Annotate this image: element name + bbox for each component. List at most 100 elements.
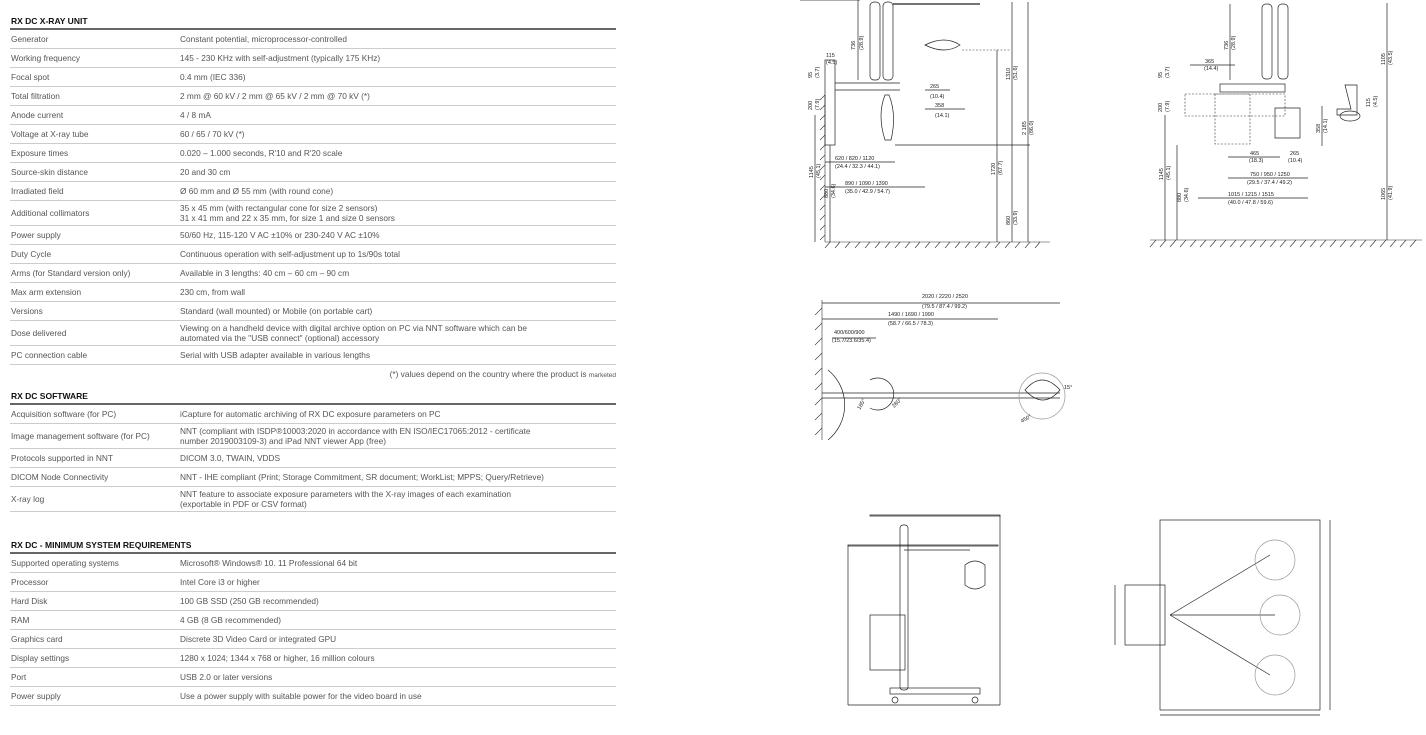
row-label: Graphics card (11, 634, 63, 644)
table-row: Arms (for Standard version only)Availabl… (10, 264, 616, 283)
plan-view-drawing: 2020 / 2220 / 2520(79.5 / 87.4 / 99.2) 1… (814, 294, 1072, 441)
dim-1105-in: (43.5) (1388, 50, 1394, 65)
row-value: iCapture for automatic archiving of RX D… (180, 409, 441, 419)
row-label: PC connection cable (11, 350, 88, 360)
dim-265-in: (10.4) (930, 94, 945, 100)
row-value: Constant potential, microprocessor-contr… (180, 34, 347, 44)
section-title-xray-unit: RX DC X-RAY UNIT (10, 16, 616, 30)
dim-total: 2020 / 2220 / 2520 (922, 294, 968, 300)
dim-1720: 1720 (991, 163, 997, 175)
front-view-drawing: 736(28.9) 365(14.4) 95(3.7) 200(7.9) 358… (1149, 3, 1422, 248)
dim-total-in: (79.5 / 87.4 / 99.2) (922, 304, 967, 310)
row-value: 60 / 65 / 70 kV (*) (180, 129, 245, 139)
row-value: 0.4 mm (IEC 336) (180, 72, 246, 82)
dim-200: 200 (1158, 103, 1164, 112)
dim-736-in: (28.9) (1231, 35, 1237, 50)
dim-358-in: (14.1) (935, 113, 950, 119)
dim-365: 365 (1205, 59, 1214, 65)
row-label: Focal spot (11, 72, 50, 82)
dim-1145-in: (45.1) (816, 163, 822, 178)
dim-200-in: (7.9) (815, 99, 821, 110)
dim-365-in: (14.4) (1204, 66, 1219, 72)
dim-736: 736 (851, 41, 857, 50)
row-value: DICOM 3.0, TWAIN, VDDS (180, 453, 281, 463)
row-label: Generator (11, 34, 49, 44)
dim-880-in: (34.6) (831, 183, 837, 198)
row-value: NNT - IHE compliant (Print; Storage Comm… (180, 472, 544, 482)
row-value: 4 / 8 mA (180, 110, 211, 120)
dim-736: 736 (1224, 41, 1230, 50)
section-title-software: RX DC SOFTWARE (10, 391, 616, 405)
dim-arm-1: 750 / 950 / 1250 (1250, 172, 1290, 178)
dim-736-in: (28.9) (859, 35, 865, 50)
row-label: Dose delivered (11, 328, 67, 338)
mobile-side-drawing (847, 514, 1001, 706)
row-label: Hard Disk (11, 596, 48, 606)
row-value: Ø 60 mm and Ø 55 mm (with round cone) (180, 186, 334, 196)
dim-1105: 1105 (1381, 53, 1387, 65)
row-value: 20 and 30 cm (180, 167, 231, 177)
dim-1310: 1310 (1006, 68, 1012, 80)
dim-358: 358 (1316, 124, 1322, 133)
row-label: Display settings (11, 653, 70, 663)
dim-arm: 400/600/900 (834, 330, 865, 336)
row-value: 100 GB SSD (250 GB recommended) (180, 596, 319, 606)
dim-arm-in: (15.7/23.6/35.4) (832, 338, 871, 344)
spec-sheet: RX DC X-RAY UNIT Generator Constant poten… (10, 0, 616, 706)
row-label: Power supply (11, 230, 61, 240)
dim-1720-in: (67.7) (998, 160, 1004, 175)
row-value: Discrete 3D Video Card or integrated GPU (180, 634, 337, 644)
row-value: 4 GB (8 GB recommended) (180, 615, 281, 625)
row-label: Protocols supported in NNT (11, 453, 113, 463)
row-label: Additional collimators (11, 208, 90, 218)
row-label: Duty Cycle (11, 249, 52, 259)
dim-200-in: (7.9) (1165, 101, 1171, 112)
row-label: Exposure times (11, 148, 69, 158)
row-value: NNT feature to associate exposure parame… (180, 489, 511, 509)
row-label: Anode current (11, 110, 64, 120)
dim-465-in: (18.3) (1249, 158, 1264, 164)
row-label: Port (11, 672, 27, 682)
row-value: Microsoft® Windows® 10. 11 Professional … (180, 558, 358, 568)
row-label: Power supply (11, 691, 61, 701)
row-label: Processor (11, 577, 49, 587)
dim-265-in: (10.4) (1288, 158, 1303, 164)
footnote: (*) values depend on the country where t… (10, 365, 616, 383)
dim-1065: 1065 (1381, 188, 1387, 200)
dim-1310-in: (51.6) (1013, 65, 1019, 80)
row-label: Source-skin distance (11, 167, 89, 177)
dim-1065-in: (41.9) (1388, 185, 1394, 200)
table-row: Protocols supported in NNT DICOM 3.0, TWA… (10, 449, 616, 468)
row-value: USB 2.0 or later versions (180, 672, 273, 682)
dim-arm-2-in: (40.0 / 47.8 / 59.6) (1228, 200, 1273, 206)
table-row: Focal spot 0.4 mm (IEC 336) (10, 68, 616, 87)
table-row: Source-skin distance 20 and 30 cm (10, 163, 616, 182)
row-value: Continuous operation with self-adjustmen… (180, 249, 400, 259)
row-value: 1280 x 1024; 1344 x 768 or higher, 16 mi… (180, 653, 375, 663)
table-row: Graphics card Discrete 3D Video Card or i… (10, 630, 616, 649)
table-row: Duty Cycle Continuous operation with self… (10, 245, 616, 264)
dim-358-in: (14.1) (1323, 118, 1329, 133)
dim-arm-2-in: (35.0 / 42.9 / 54.7) (845, 189, 890, 195)
dim-mid-in: (58.7 / 66.5 / 78.3) (888, 321, 933, 327)
dim-1145-in: (45.1) (1166, 165, 1172, 180)
dim-115: 115 (826, 53, 835, 59)
footnote-text: (*) values depend on the country where t… (389, 369, 587, 379)
xray-unit-table: Generator Constant potential, microproces… (10, 30, 616, 365)
row-value: Serial with USB adapter available in var… (180, 350, 371, 360)
row-value: Use a power supply with suitable power f… (180, 691, 422, 701)
dim-358: 358 (935, 103, 944, 109)
table-row: Anode current 4 / 8 mA (10, 106, 616, 125)
row-value: Standard (wall mounted) or Mobile (on po… (180, 306, 373, 316)
dim-880: 880 (1177, 193, 1183, 202)
